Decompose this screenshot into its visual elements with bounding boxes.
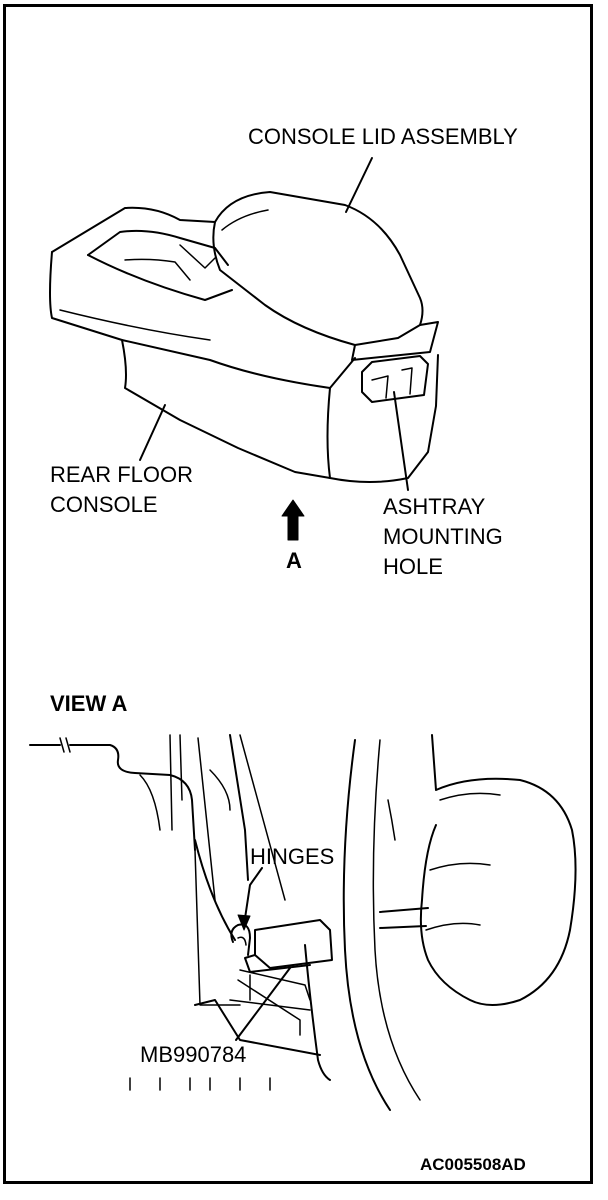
label-tool-number: MB990784 [140,1042,247,1067]
rear-floor-console-drawing [49,157,439,491]
label-rear-floor-line1: REAR FLOOR [50,462,194,487]
label-ashtray-line2: MOUNTING [383,524,503,549]
view-a-drawing [29,734,577,1111]
label-hinges: HINGES [250,844,335,869]
figure-code: AC005508AD [420,1155,526,1174]
label-ashtray-line3: HOLE [383,554,443,579]
label-ashtray-line1: ASHTRAY [383,494,486,519]
label-rear-floor-line2: CONSOLE [50,492,158,517]
diagram-frame [3,4,593,1184]
hinges-arrow-icon [237,914,251,931]
label-view-arrow-a: A [286,548,302,573]
label-console-lid-assembly: CONSOLE LID ASSEMBLY [248,124,518,149]
view-a-arrow-icon [281,499,305,541]
label-view-a: VIEW A [50,691,128,716]
